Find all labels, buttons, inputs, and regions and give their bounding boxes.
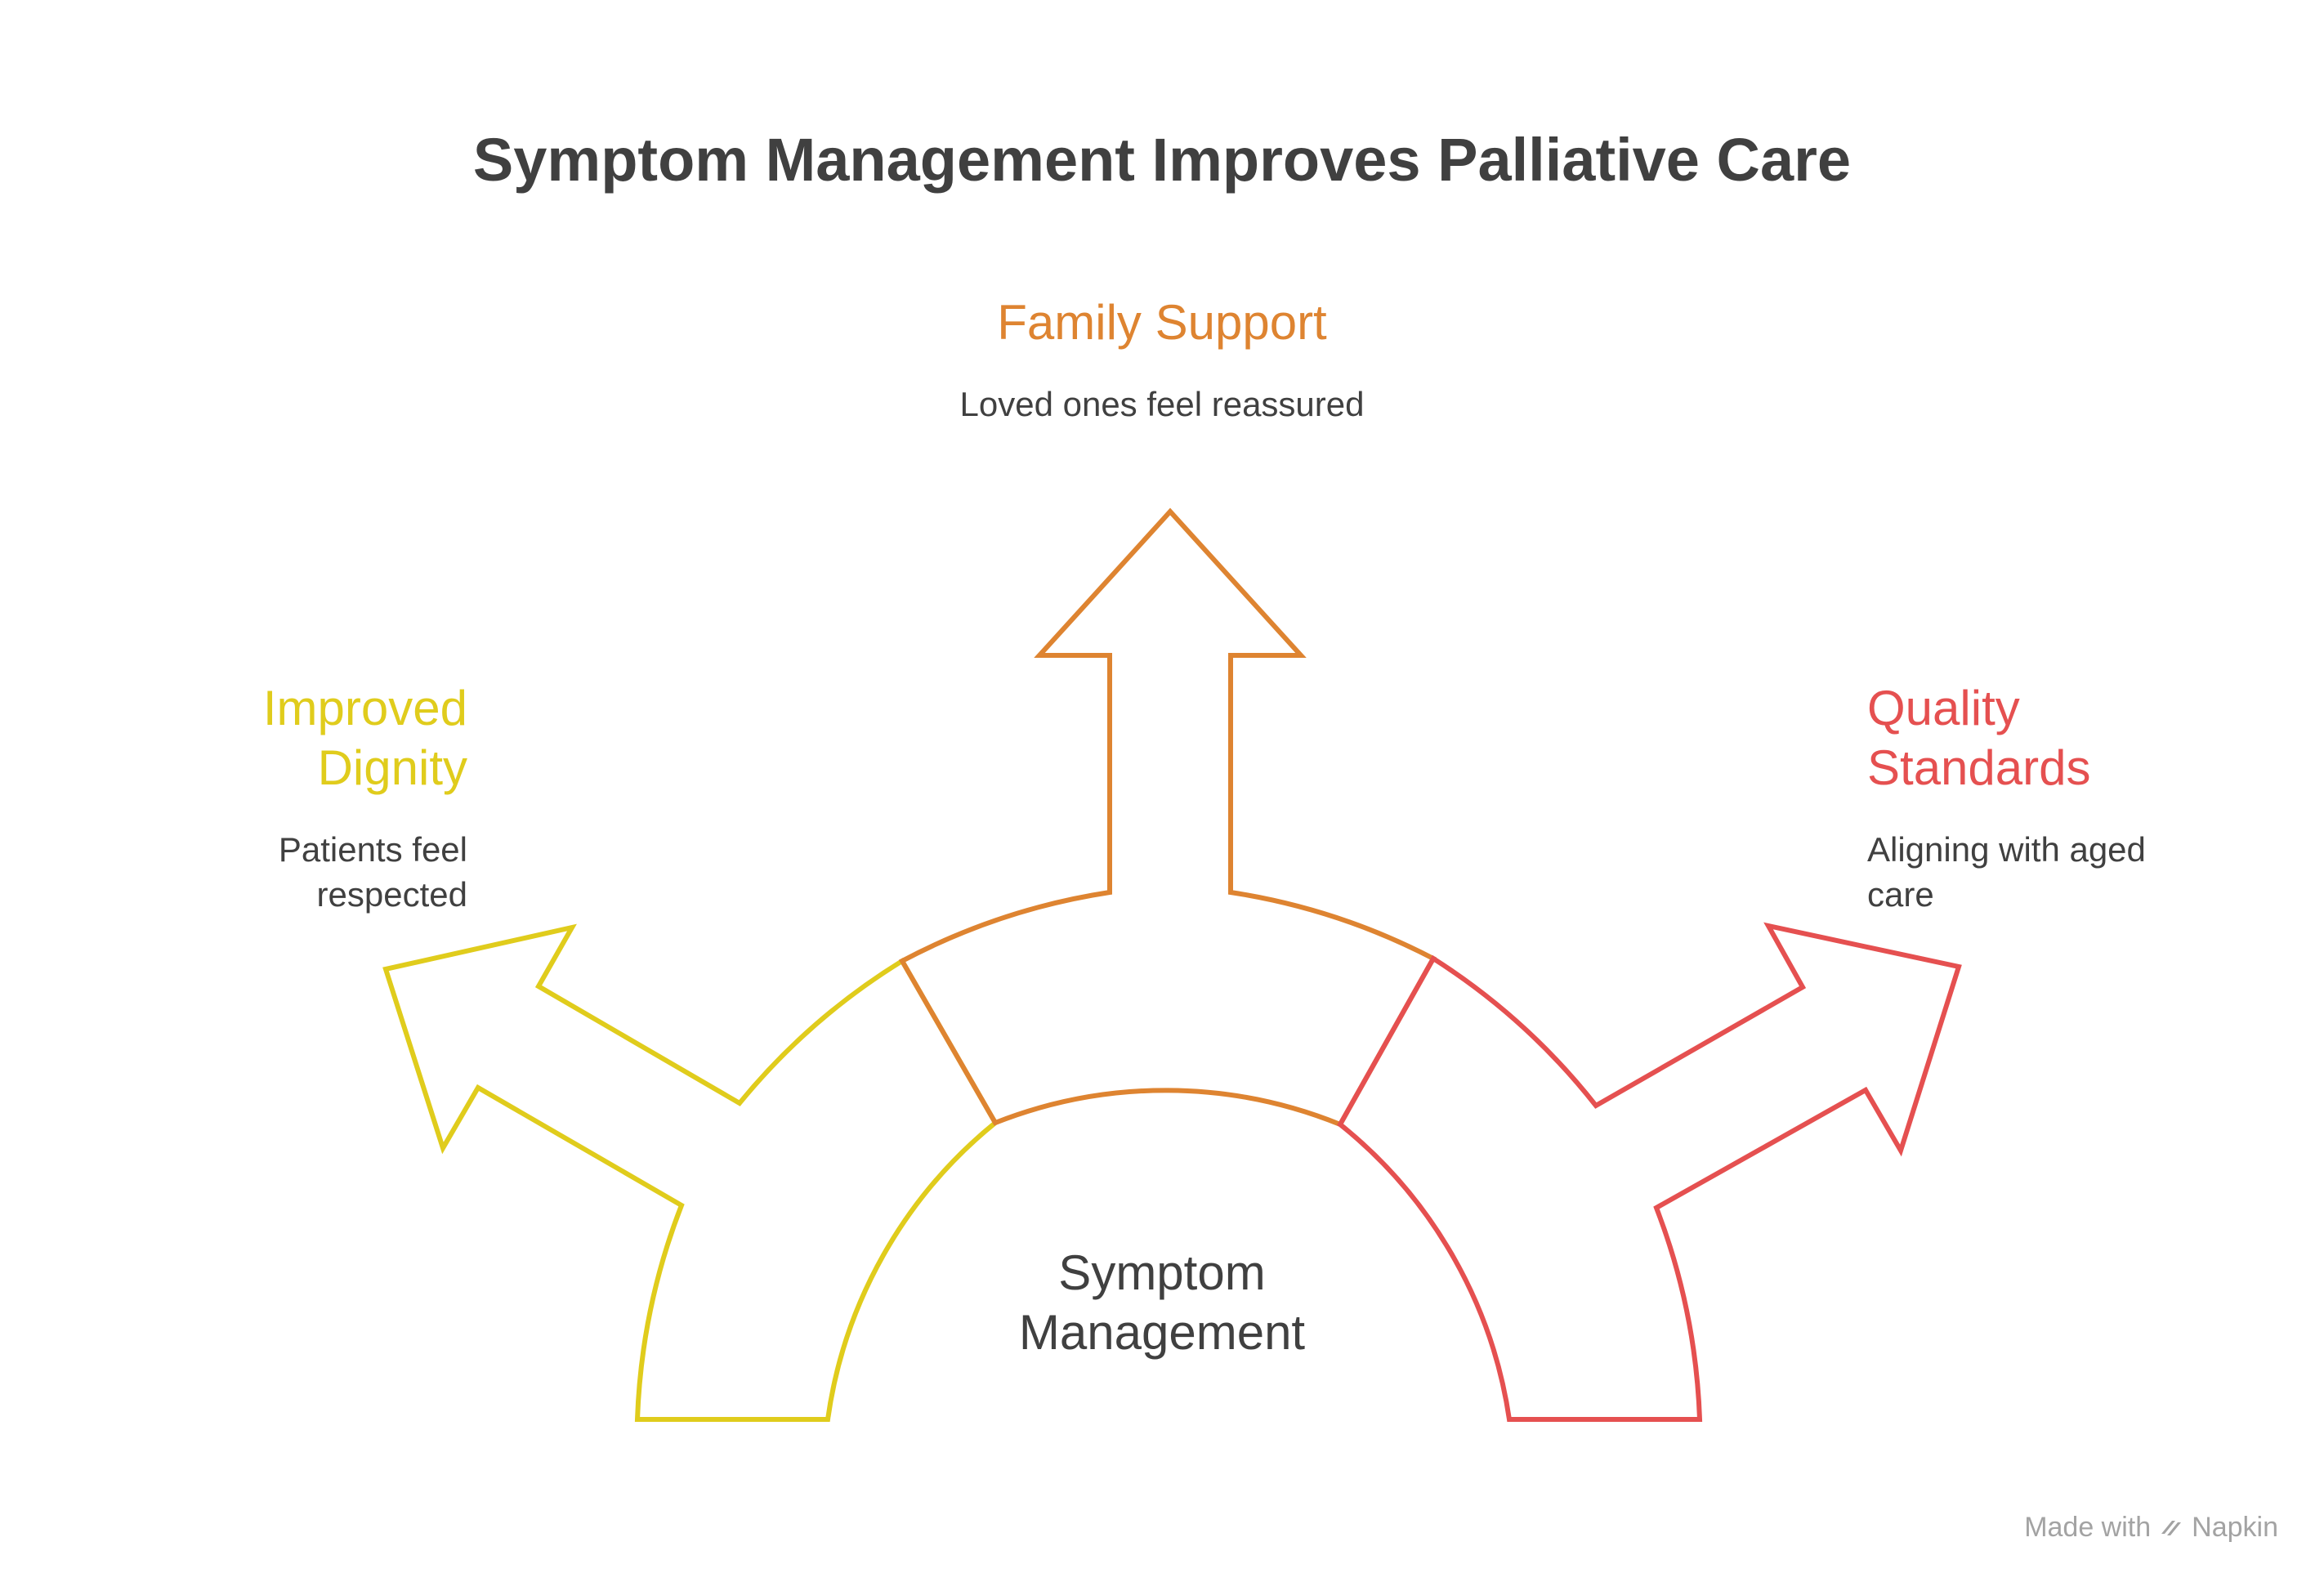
- family-support-arrow: [898, 507, 1437, 1128]
- improved-dignity-title: Improved Dignity: [262, 681, 467, 795]
- quality-standards-title: Quality Standards: [1867, 681, 2091, 795]
- made-with-text: Made with: [2024, 1512, 2152, 1543]
- napkin-logo-icon: [2161, 1520, 2182, 1535]
- napkin-watermark: Made with Napkin: [2024, 1512, 2278, 1544]
- family-support-title: Family Support: [997, 295, 1327, 350]
- napkin-brand-text: Napkin: [2192, 1512, 2278, 1543]
- center-label: Symptom Management: [1018, 1245, 1306, 1360]
- quality-standards-arrow: [1337, 922, 1962, 1422]
- diagram-title: Symptom Management Improves Palliative C…: [472, 126, 1852, 194]
- dignity-arrow-shape: [382, 923, 999, 1422]
- family-support-description: Loved ones feel reassured: [959, 385, 1365, 423]
- improved-dignity-description: Patients feel respected: [278, 830, 467, 914]
- quality-standards-description: Aligning with aged care: [1867, 830, 2146, 914]
